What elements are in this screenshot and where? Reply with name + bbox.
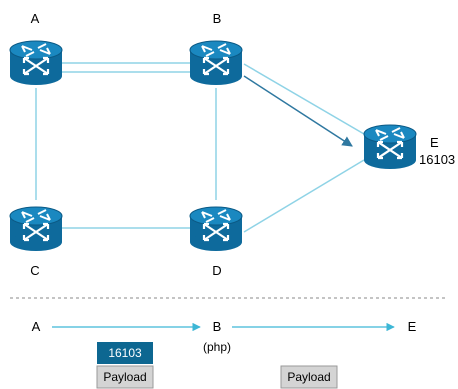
link-b-e — [243, 63, 365, 135]
router-icon — [8, 205, 64, 253]
links — [35, 62, 365, 233]
flow-label-e: E — [408, 319, 417, 334]
node-label-e: E — [430, 135, 439, 150]
flow-label-b: B — [213, 319, 222, 334]
payload-after-php: Payload — [280, 365, 338, 389]
router-e[interactable] — [362, 123, 418, 171]
payload-box-text: Payload — [287, 370, 330, 384]
router-a[interactable] — [8, 39, 64, 87]
node-label-a: A — [31, 11, 40, 26]
flow-label-a: A — [32, 319, 41, 334]
flow-sublabel-php: (php) — [203, 340, 231, 354]
router-icon — [8, 39, 64, 87]
router-c[interactable] — [8, 205, 64, 253]
router-d[interactable] — [188, 205, 244, 253]
node-label-b: B — [213, 11, 222, 26]
node-label-d: D — [212, 263, 221, 278]
payload-box-text: Payload — [103, 370, 146, 384]
payload-box — [280, 365, 338, 389]
link-d-e — [243, 159, 365, 233]
label-box-text: 16103 — [108, 346, 142, 360]
lsp-arrow-b-e — [243, 75, 353, 147]
node-label-c: C — [30, 263, 39, 278]
router-icon — [188, 205, 244, 253]
router-icon — [362, 123, 418, 171]
router-b[interactable] — [188, 39, 244, 87]
node-sublabel-e: 16103 — [419, 152, 455, 167]
payload-box — [96, 365, 154, 389]
label-box — [97, 342, 153, 364]
label-stack-a-b: 16103 Payload — [96, 342, 154, 389]
router-icon — [188, 39, 244, 87]
